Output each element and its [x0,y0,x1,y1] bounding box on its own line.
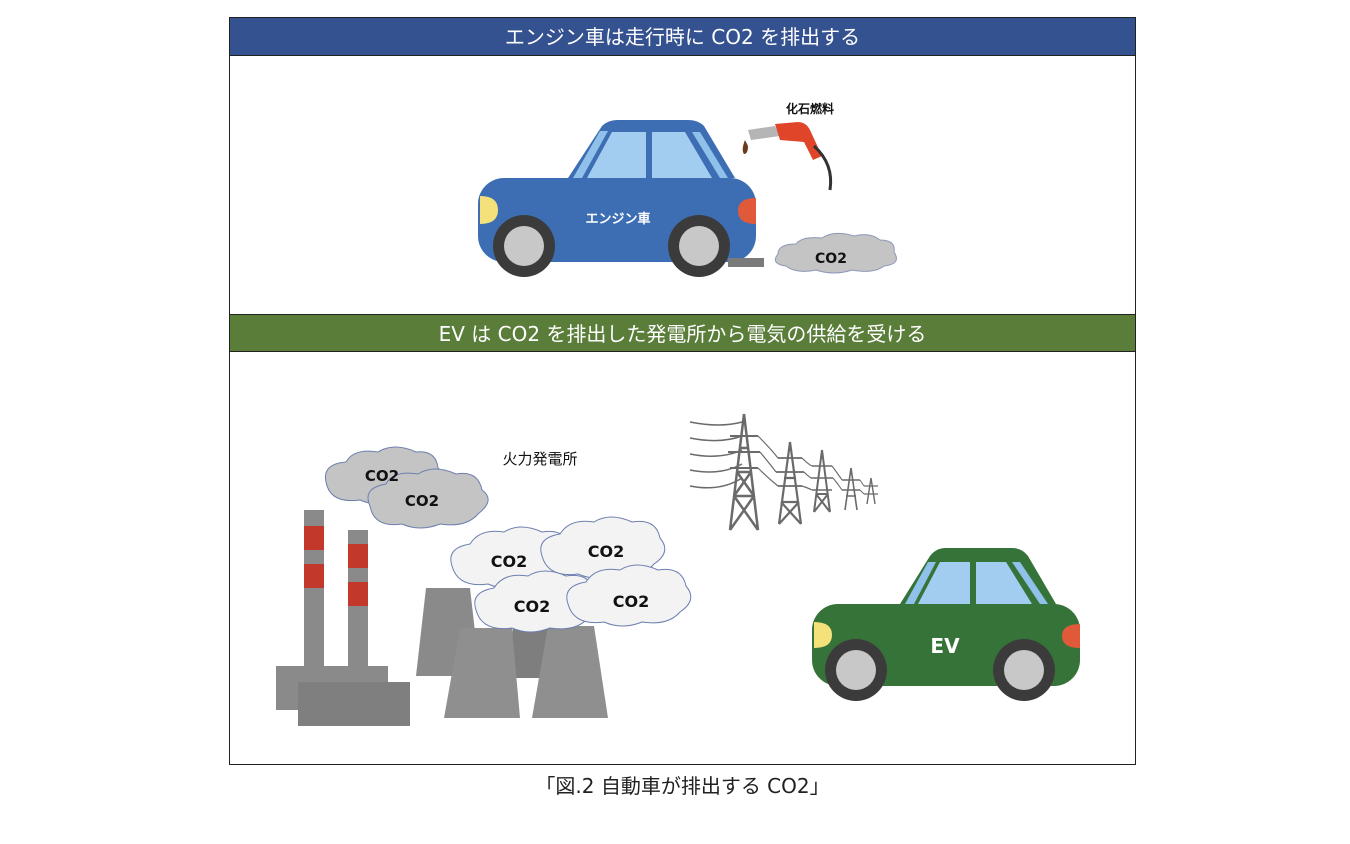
fossil-fuel-label: 化石燃料 [786,101,834,116]
ev-panel-title: EV は CO2 を排出した発電所から電気の供給を受ける [230,314,1135,352]
transmission-towers-icon [689,413,878,531]
co2-cloud-6-label: CO2 [613,592,649,611]
co2-cloud-3-label: CO2 [491,552,527,571]
smokestacks [276,510,410,726]
engine-car-label: エンジン車 [585,211,650,227]
diagram-figure: エンジン車は走行時に CO2 を排出する EV は CO2 を排出した発電所から… [229,17,1136,765]
exhaust-co2-cloud: CO2 [774,232,897,274]
thermal-power-plant-label: 火力発電所 [502,450,577,468]
engine-car: エンジン車 [478,120,764,277]
stack-co2-clouds: CO2 CO2 [324,446,489,529]
diagram-illustration: エンジン車 化石燃料 CO2 火力発電所 [276,101,1080,726]
co2-cloud-5-label: CO2 [514,597,550,616]
co2-cloud-1-label: CO2 [365,467,399,485]
cooling-towers [416,588,608,718]
ev-car-label: EV [930,634,960,658]
tower-co2-clouds: CO2 CO2 CO2 CO2 [450,516,692,633]
co2-cloud-4-label: CO2 [588,542,624,561]
fuel-nozzle-icon [742,122,833,191]
ev-car: EV [812,548,1080,701]
exhaust-co2-label: CO2 [815,251,847,267]
engine-car-panel-title: エンジン車は走行時に CO2 を排出する [230,18,1135,56]
figure-caption: 「図.2 自動車が排出する CO2」 [535,774,830,798]
co2-cloud-2-label: CO2 [405,492,439,510]
